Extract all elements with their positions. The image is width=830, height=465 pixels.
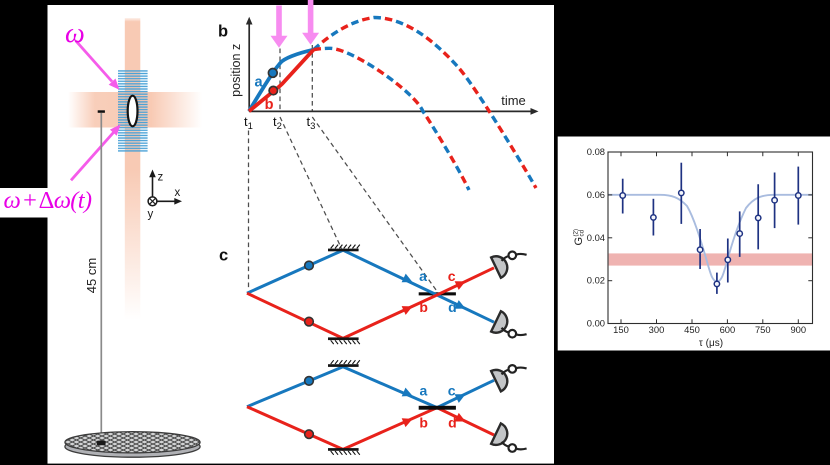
svg-text:t1: t1 xyxy=(244,114,253,132)
svg-text:c: c xyxy=(219,247,228,265)
svg-text:0.04: 0.04 xyxy=(587,232,605,243)
svg-text:150: 150 xyxy=(613,324,629,335)
svg-text:d: d xyxy=(448,299,457,315)
svg-text:0.06: 0.06 xyxy=(587,189,605,200)
svg-text:(2): (2) xyxy=(573,229,580,237)
svg-text:ω + Δω(t): ω + Δω(t) xyxy=(4,187,92,214)
svg-text:300: 300 xyxy=(649,324,665,335)
svg-text:b: b xyxy=(265,97,274,113)
svg-text:t2: t2 xyxy=(273,114,282,132)
svg-text:z: z xyxy=(158,172,164,184)
svg-text:τ (μs): τ (μs) xyxy=(699,338,723,349)
svg-text:0.02: 0.02 xyxy=(587,275,605,286)
svg-text:cd: cd xyxy=(579,229,586,236)
svg-text:t3: t3 xyxy=(307,114,316,132)
svg-text:time: time xyxy=(501,93,526,108)
svg-text:900: 900 xyxy=(790,324,806,335)
svg-text:0.08: 0.08 xyxy=(587,146,605,157)
svg-text:450: 450 xyxy=(684,324,700,335)
svg-text:c: c xyxy=(448,382,456,398)
svg-text:a: a xyxy=(254,75,263,91)
svg-text:G: G xyxy=(573,237,585,246)
svg-text:d: d xyxy=(448,415,457,431)
svg-text:45 cm: 45 cm xyxy=(84,258,99,293)
svg-text:y: y xyxy=(148,209,154,221)
svg-text:0.00: 0.00 xyxy=(587,318,605,329)
svg-text:position z: position z xyxy=(229,44,243,97)
svg-text:600: 600 xyxy=(720,324,736,335)
svg-text:750: 750 xyxy=(755,324,771,335)
svg-text:b: b xyxy=(218,23,228,41)
svg-text:a: a xyxy=(420,382,428,398)
svg-text:b: b xyxy=(419,415,428,431)
svg-text:a: a xyxy=(419,268,427,284)
svg-text:x: x xyxy=(175,187,181,199)
svg-text:ω: ω xyxy=(65,18,85,49)
svg-text:c: c xyxy=(448,268,456,284)
svg-text:b: b xyxy=(419,299,428,315)
